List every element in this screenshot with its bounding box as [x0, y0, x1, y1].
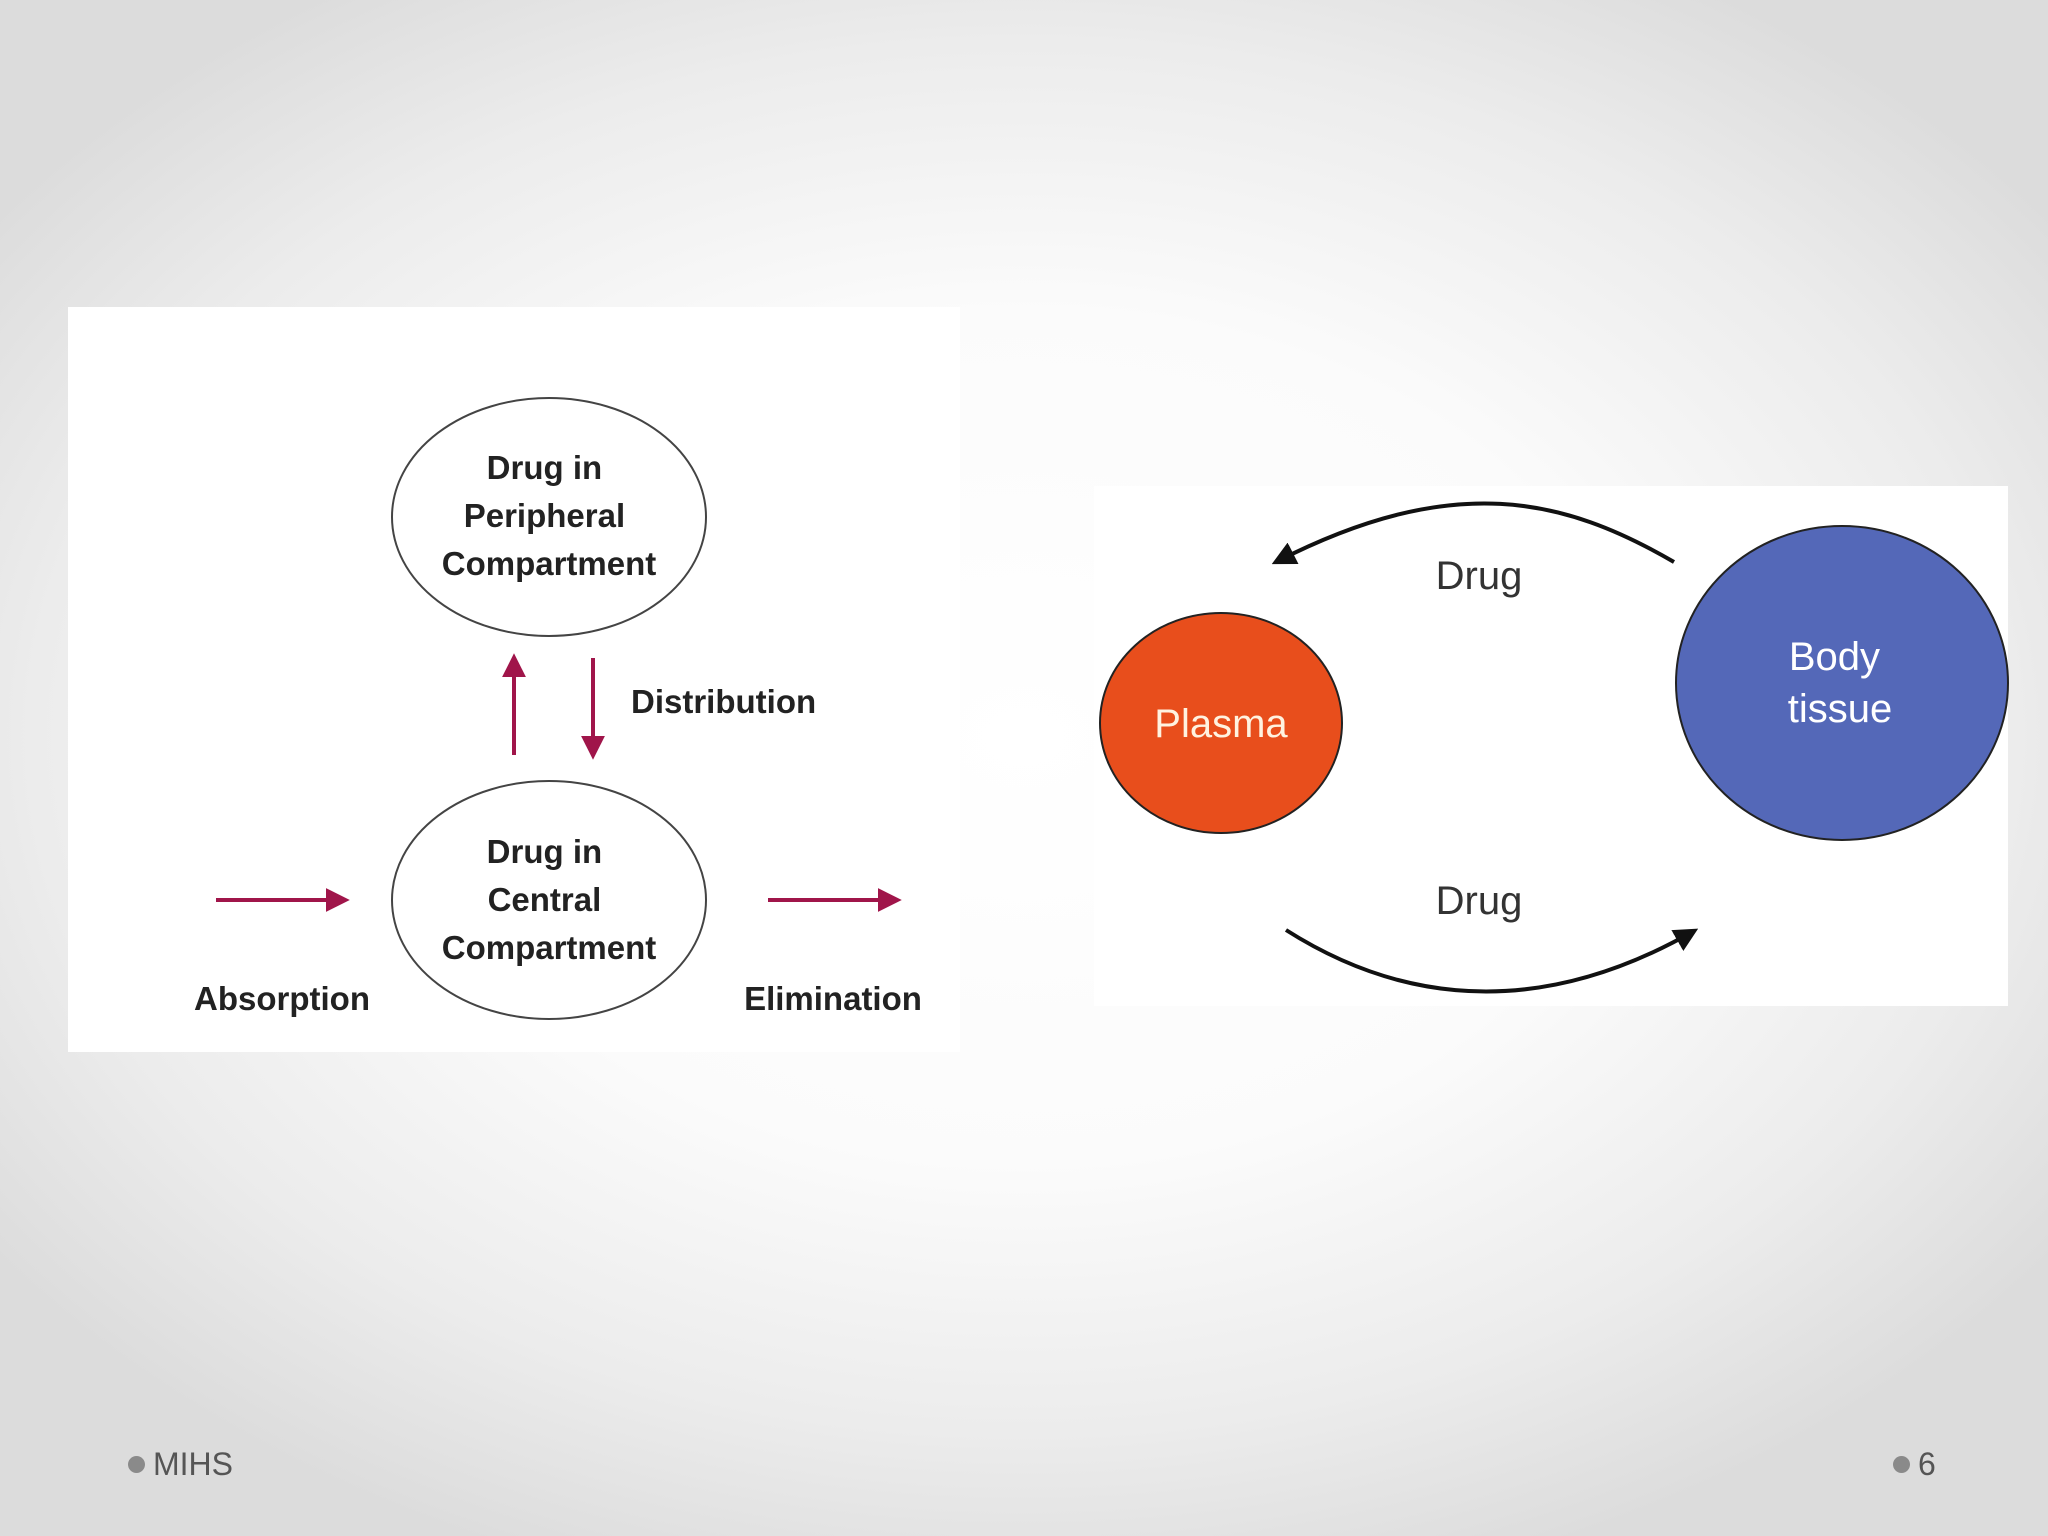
two-compartment-diagram: Drug in Peripheral Compartment Drug in C…: [68, 307, 960, 1052]
footer-left: MIHS: [128, 1446, 233, 1483]
plasma-label: Plasma: [1154, 702, 1288, 746]
peripheral-label-line-1: Drug in: [487, 449, 602, 486]
bullet-icon: [128, 1456, 145, 1473]
body-tissue-line-1: Body: [1789, 635, 1880, 679]
peripheral-compartment-ellipse: [391, 397, 707, 637]
body-tissue-label: Body tissue: [1788, 635, 1893, 731]
peripheral-label-line-2: Peripheral: [464, 497, 625, 534]
peripheral-compartment-label: Drug in Peripheral Compartment: [442, 449, 657, 582]
body-tissue-line-2: tissue: [1788, 687, 1893, 731]
central-label-line-1: Drug in: [487, 833, 602, 870]
central-compartment-ellipse: [391, 780, 707, 1020]
drug-label-top: Drug: [1436, 554, 1523, 598]
two-compartment-diagram-svg: Drug in Peripheral Compartment Drug in C…: [194, 397, 922, 1020]
plasma-tissue-diagram-svg: Plasma Body tissue Drug Drug: [1099, 501, 2009, 994]
central-label-line-3: Compartment: [442, 929, 657, 966]
arrow-plasma-to-tissue: [1284, 928, 1699, 994]
distribution-label: Distribution: [631, 683, 816, 720]
slide-number: 6: [1918, 1446, 1936, 1482]
bullet-icon: [1893, 1456, 1910, 1473]
drug-label-bottom: Drug: [1436, 879, 1523, 923]
plasma-tissue-diagram: Plasma Body tissue Drug Drug: [1094, 486, 2009, 1006]
absorption-label: Absorption: [194, 980, 370, 1017]
arrow-tissue-to-plasma: [1271, 501, 1676, 565]
plasma-circle: [1099, 612, 1343, 834]
central-compartment-label: Drug in Central Compartment: [442, 833, 657, 966]
footer-right: 6: [1893, 1446, 1936, 1483]
elimination-label: Elimination: [744, 980, 922, 1017]
peripheral-label-line-3: Compartment: [442, 545, 657, 582]
central-label-line-2: Central: [488, 881, 602, 918]
body-tissue-circle: [1675, 525, 2009, 841]
footer-org-label: MIHS: [153, 1446, 233, 1482]
